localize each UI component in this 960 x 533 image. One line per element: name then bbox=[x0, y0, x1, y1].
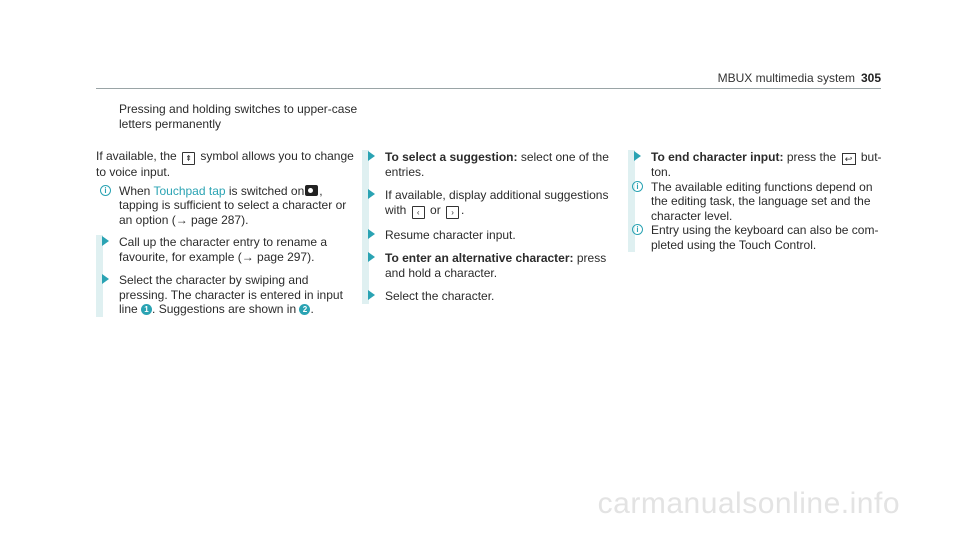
text-span: Select the character by swiping and pres… bbox=[119, 273, 343, 316]
chevron-left-icon: ‹ bbox=[411, 205, 425, 219]
step-arrow-icon bbox=[368, 189, 375, 199]
text-span: or bbox=[430, 202, 441, 217]
header-title: MBUX multimedia system bbox=[717, 71, 855, 85]
step-item: Select the character. bbox=[368, 289, 617, 304]
step-heading: To select a suggestion: bbox=[385, 150, 518, 164]
info-text: The available editing functions depend o… bbox=[651, 179, 873, 223]
text-span: but-ton. bbox=[651, 150, 882, 179]
step-block: Call up the character entry to rename a … bbox=[96, 235, 358, 317]
text-span: , tapping is sufficient to select a char… bbox=[119, 183, 347, 227]
step-arrow-icon bbox=[634, 151, 641, 161]
info-note: i The available editing functions depend… bbox=[628, 180, 883, 224]
step-item: Select the character by swiping and pres… bbox=[102, 273, 358, 317]
touchpad-tap-link[interactable]: Touchpad tap bbox=[153, 183, 226, 198]
text-span: is switched on bbox=[228, 183, 305, 198]
step-arrow-icon bbox=[102, 236, 109, 246]
step-item: To end character input: press the ↩ but-… bbox=[634, 150, 883, 180]
step-text: press and hold a character. bbox=[385, 251, 607, 280]
voice-input-icon: ⇞ bbox=[182, 152, 196, 165]
intro-text: Pressing and holding switches to upper-c… bbox=[119, 102, 358, 131]
step-arrow-icon bbox=[368, 290, 375, 300]
step-heading: To enter an alternative character: bbox=[385, 251, 574, 265]
info-note: i Entry using the keyboard can also be c… bbox=[628, 223, 883, 252]
step-arrow-icon bbox=[368, 252, 375, 262]
header-rule bbox=[96, 88, 881, 89]
page-number: 305 bbox=[860, 71, 881, 85]
text-span: . bbox=[310, 302, 314, 316]
page-header: MBUX multimedia system 305 bbox=[718, 71, 881, 85]
back-arrow-icon: ↩ bbox=[841, 153, 856, 165]
text-span: . Suggestions are shown in bbox=[152, 302, 297, 316]
callout-1: 1 bbox=[141, 304, 153, 315]
step-item: To enter an alternative character: press… bbox=[368, 251, 617, 280]
step-text: select one of the entries. bbox=[385, 150, 609, 179]
step-arrow-icon bbox=[368, 228, 375, 239]
watermark: carmanualsonline.info bbox=[597, 487, 900, 520]
step-heading: To end character input: bbox=[651, 150, 784, 164]
chevron-right-icon: › bbox=[446, 205, 460, 219]
step-block: To select a suggestion: select one of th… bbox=[362, 150, 617, 304]
step-item: To select a suggestion: select one of th… bbox=[368, 150, 617, 179]
text-span: If available, the bbox=[96, 149, 177, 163]
info-text: Entry using the keyboard can also be com… bbox=[651, 223, 879, 252]
callout-2: 2 bbox=[299, 304, 311, 315]
step-item: If available, display additional suggest… bbox=[368, 188, 617, 219]
info-icon: i bbox=[632, 180, 643, 192]
text-span: press the bbox=[786, 150, 837, 164]
info-icon: i bbox=[100, 184, 111, 196]
text-span: . bbox=[461, 202, 465, 217]
touchpad-icon bbox=[305, 184, 319, 196]
column-2: To select a suggestion: select one of th… bbox=[362, 150, 617, 304]
step-block: To end character input: press the ↩ but-… bbox=[628, 150, 883, 252]
text-span: When bbox=[119, 183, 151, 198]
column-3: To end character input: press the ↩ but-… bbox=[628, 150, 883, 252]
step-text: Call up the character entry to rename a … bbox=[119, 235, 328, 264]
voice-input-paragraph: If available, the ⇞ symbol allows you to… bbox=[96, 149, 358, 180]
step-text: Resume character input. bbox=[385, 227, 516, 242]
info-icon: i bbox=[632, 224, 643, 235]
step-item: Call up the character entry to rename a … bbox=[102, 235, 358, 264]
text-span: If available, display additional suggest… bbox=[385, 188, 609, 217]
step-item: Resume character input. bbox=[368, 227, 617, 243]
step-arrow-icon bbox=[102, 274, 109, 284]
text-span: symbol allows you to change to voice inp… bbox=[96, 149, 354, 179]
step-text: Select the character. bbox=[385, 289, 495, 303]
info-note: i When Touchpad tap is switched on, tapp… bbox=[96, 184, 358, 228]
column-1: Pressing and holding switches to upper-c… bbox=[96, 102, 358, 317]
step-arrow-icon bbox=[368, 151, 375, 161]
